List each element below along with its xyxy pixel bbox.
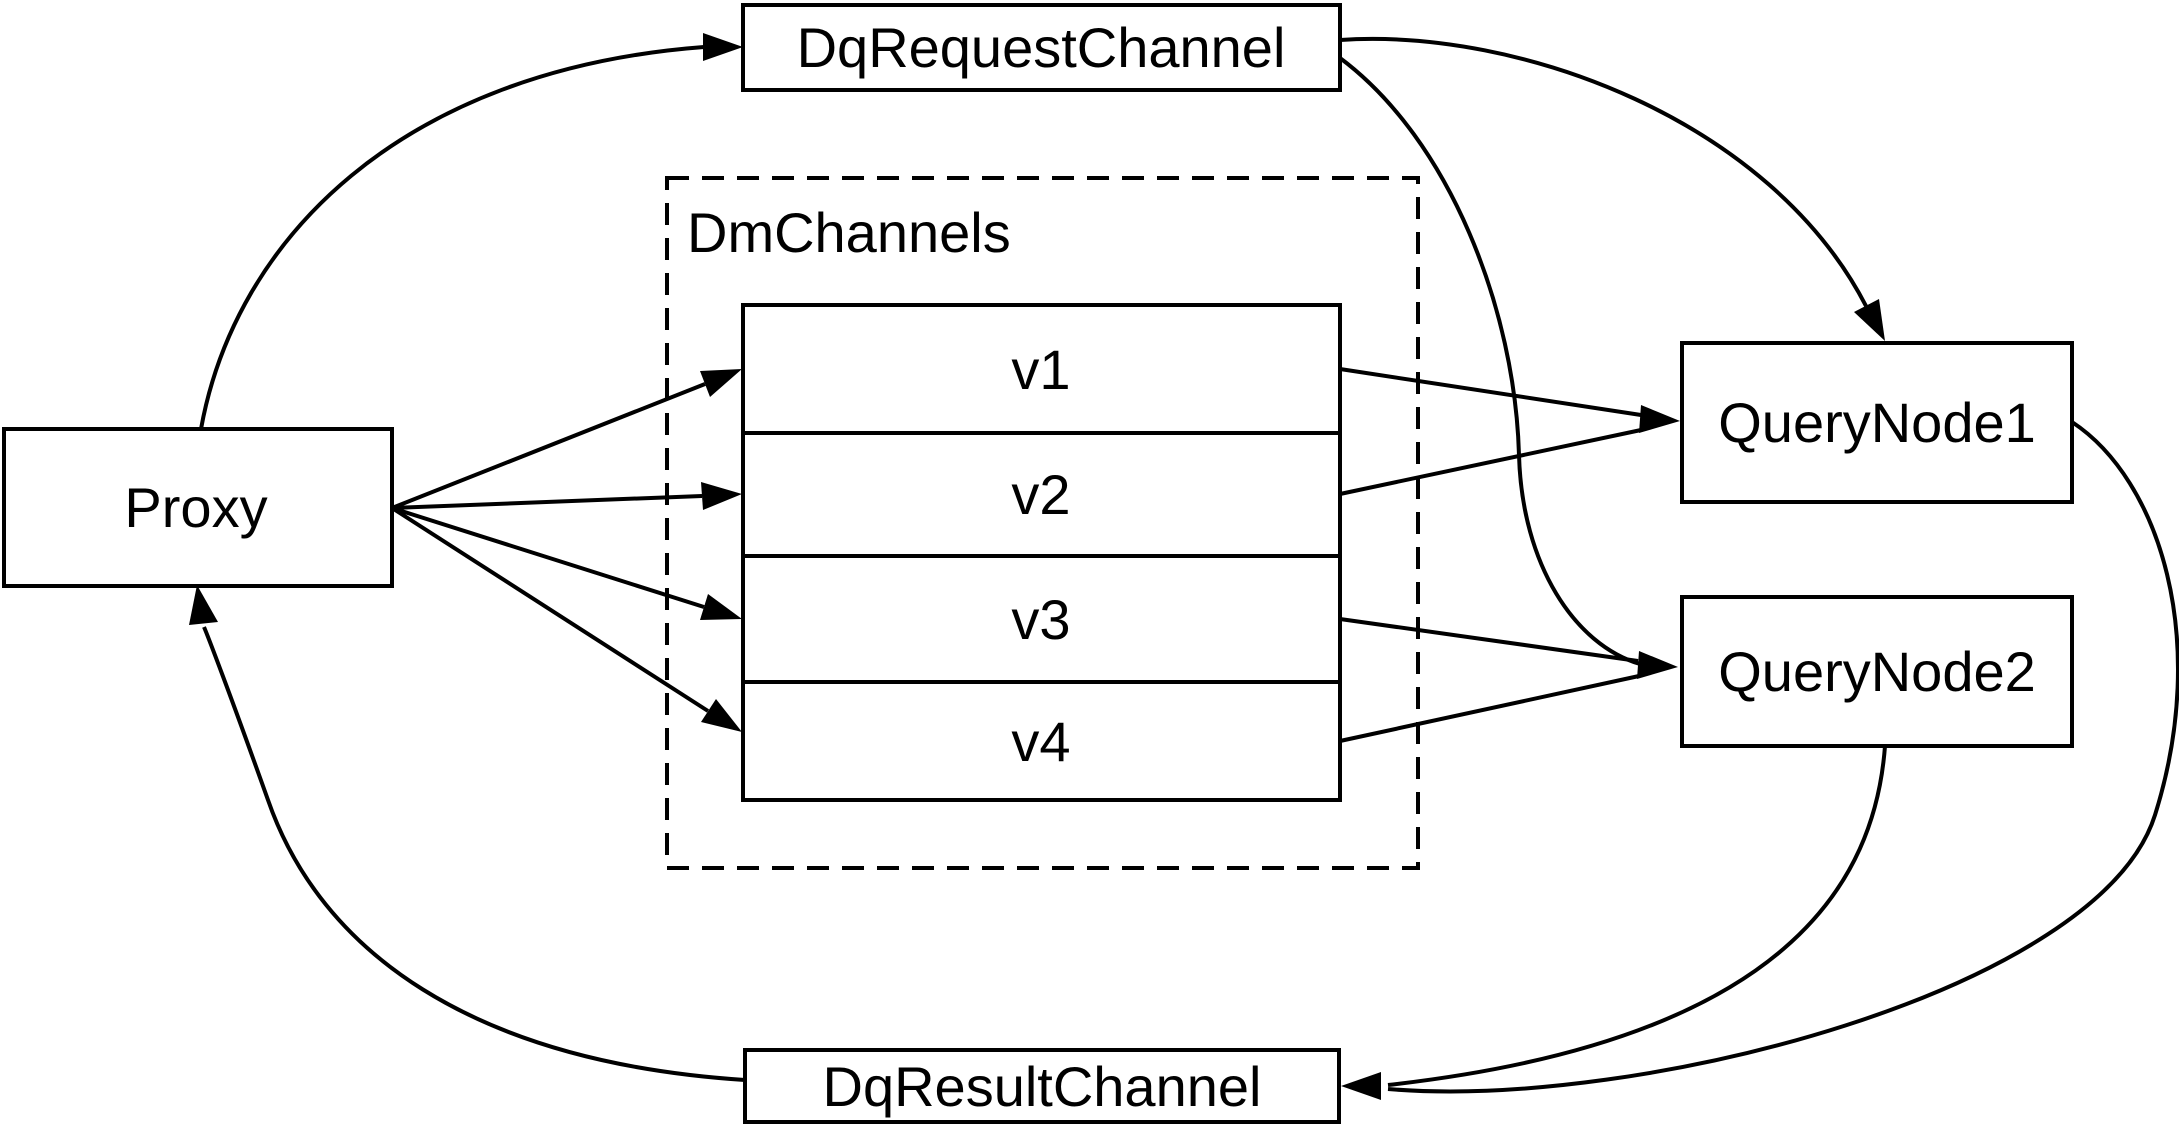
- node-proxy-box: [2, 427, 394, 588]
- arrowhead-to-query-node-2: [1637, 651, 1678, 679]
- arrow-dq-request-channel-to-query-node-2: [1338, 56, 1641, 666]
- edge-layer: [189, 33, 2179, 1100]
- arrow-v3-to-query-node-2: [1339, 617, 1639, 663]
- node-dq-result-channel: DqResultChannel: [743, 1048, 1341, 1124]
- dm-channels-label: DmChannels: [687, 201, 1011, 264]
- arrowhead-proxy-to-dq-request-channel: [703, 33, 743, 61]
- dm-channels-group: DmChannels v1 v2 v3 v4: [665, 176, 1420, 870]
- arrowhead-to-query-node-1: [1639, 405, 1680, 433]
- node-layer: DqRequestChannel Proxy QueryNode1 QueryN…: [2, 3, 2074, 1124]
- arrowhead-proxy-to-v3: [700, 594, 742, 620]
- row-v3-label: v3: [1011, 588, 1070, 651]
- arrowhead-dq-result-channel-to-proxy: [189, 585, 218, 625]
- arrow-proxy-to-v4: [390, 506, 710, 713]
- node-dq-request-channel-box: [741, 3, 1342, 92]
- node-proxy-label: Proxy: [124, 476, 267, 539]
- arrow-dq-request-channel-to-query-node-1: [1339, 37, 1868, 307]
- arrow-proxy-to-dq-request-channel: [199, 45, 705, 430]
- node-dq-request-channel-label: DqRequestChannel: [797, 16, 1286, 79]
- arrow-proxy-to-v2: [391, 494, 703, 510]
- arrow-v4-to-query-node-2: [1339, 674, 1640, 743]
- node-query-node-1-label: QueryNode1: [1718, 391, 2036, 454]
- node-query-node-2-box: [1680, 595, 2074, 748]
- arrowhead-proxy-to-v1: [700, 369, 742, 397]
- arrow-v2-to-query-node-1: [1339, 428, 1642, 496]
- arrow-v1-to-query-node-1: [1339, 367, 1642, 417]
- node-dq-request-channel: DqRequestChannel: [741, 3, 1342, 92]
- arrow-proxy-to-v1: [391, 382, 706, 510]
- arrow-proxy-to-v3: [391, 506, 705, 609]
- dm-channels-container: [665, 176, 1420, 870]
- arrow-query-node-2-to-dq-result-channel: [1387, 745, 1887, 1087]
- node-query-node-2: QueryNode2: [1680, 595, 2074, 748]
- arrow-dq-result-channel-to-proxy: [202, 626, 746, 1082]
- arrowhead-dq-request-channel-to-query-node-1: [1854, 299, 1885, 341]
- row-v1-label: v1: [1011, 338, 1070, 401]
- arrowhead-to-dq-result-channel: [1341, 1072, 1381, 1100]
- node-dq-result-channel-box: [743, 1048, 1341, 1124]
- row-v4-label: v4: [1011, 710, 1070, 773]
- node-dq-result-channel-label: DqResultChannel: [823, 1055, 1262, 1118]
- node-proxy: Proxy: [2, 427, 394, 588]
- row-v2-label: v2: [1011, 463, 1070, 526]
- node-query-node-1-box: [1680, 341, 2074, 504]
- node-query-node-1: QueryNode1: [1680, 341, 2074, 504]
- arrowhead-proxy-to-v2: [701, 482, 742, 510]
- arrowhead-proxy-to-v4: [701, 699, 742, 732]
- node-query-node-2-label: QueryNode2: [1718, 640, 2036, 703]
- arrow-query-node-1-to-dq-result-channel: [1387, 420, 2179, 1094]
- dm-channels-table: [741, 303, 1342, 802]
